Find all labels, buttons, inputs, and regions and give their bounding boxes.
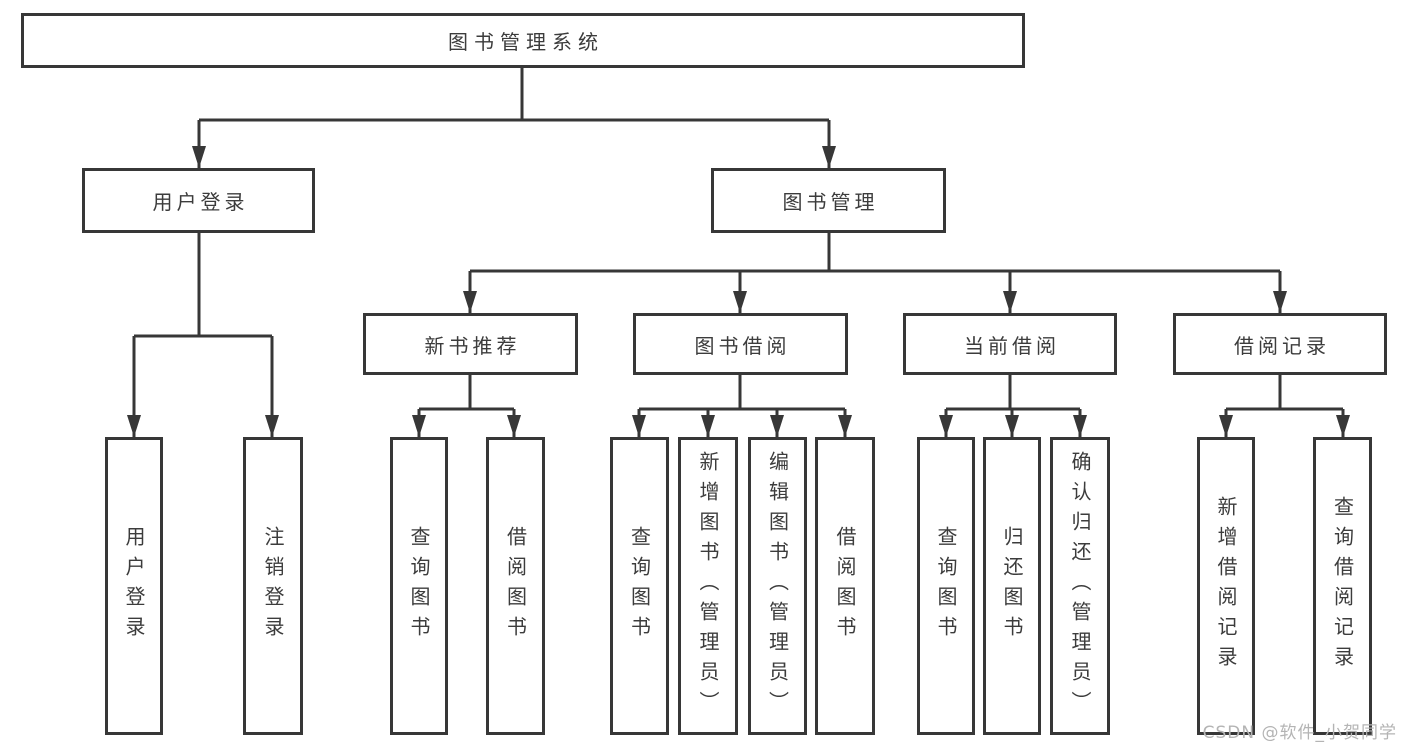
node-label: 借阅记录	[1234, 333, 1330, 358]
node-label: 查询图书	[627, 526, 652, 646]
node-label: 新增借阅记录	[1214, 496, 1238, 676]
leaf-query-borrow-record: 查询借阅记录	[1313, 437, 1372, 735]
node-label: 借阅图书	[833, 526, 857, 646]
node-label: 编辑图书（管理员）	[765, 451, 790, 721]
node-label: 查询图书	[934, 526, 958, 646]
csdn-watermark: CSDN @软件_小贺同学	[1202, 723, 1397, 743]
leaf-borrow-books-borrowing: 借阅图书	[815, 437, 875, 735]
node-root-library-system: 图书管理系统	[21, 13, 1025, 68]
leaf-edit-book-admin: 编辑图书（管理员）	[748, 437, 807, 735]
leaf-return-book: 归还图书	[983, 437, 1041, 735]
node-label: 注销登录	[261, 526, 285, 646]
node-label: 借阅图书	[503, 526, 528, 646]
leaf-query-books-borrowing: 查询图书	[610, 437, 669, 735]
node-label: 查询图书	[407, 526, 431, 646]
node-label: 确认归还（管理员）	[1068, 451, 1092, 721]
node-label: 用户登录	[152, 190, 249, 214]
node-label: 新书推荐	[424, 333, 521, 358]
node-label: 新增图书（管理员）	[696, 451, 720, 721]
leaf-add-book-admin: 新增图书（管理员）	[678, 437, 738, 735]
leaf-confirm-return-admin: 确认归还（管理员）	[1050, 437, 1110, 735]
node-label: 图书借阅	[694, 333, 791, 358]
node-label: 图书管理系统	[448, 30, 604, 54]
leaf-query-books-current: 查询图书	[917, 437, 975, 735]
leaf-query-books-recommend: 查询图书	[390, 437, 448, 735]
node-label: 用户登录	[122, 526, 146, 646]
node-borrowing-records: 借阅记录	[1173, 313, 1387, 375]
leaf-logout: 注销登录	[243, 437, 303, 735]
leaf-add-borrow-record: 新增借阅记录	[1197, 437, 1255, 735]
node-label: 归还图书	[1000, 526, 1024, 646]
leaf-borrow-books-recommend: 借阅图书	[486, 437, 545, 735]
node-user-login-group: 用户登录	[82, 168, 315, 233]
node-label: 图书管理	[782, 190, 879, 214]
node-label: 当前借阅	[964, 333, 1060, 358]
node-label: 查询借阅记录	[1330, 496, 1355, 676]
node-book-borrowing: 图书借阅	[633, 313, 848, 375]
node-new-book-recommend: 新书推荐	[363, 313, 578, 375]
node-book-management: 图书管理	[711, 168, 946, 233]
leaf-user-login: 用户登录	[105, 437, 163, 735]
node-current-borrowing: 当前借阅	[903, 313, 1117, 375]
